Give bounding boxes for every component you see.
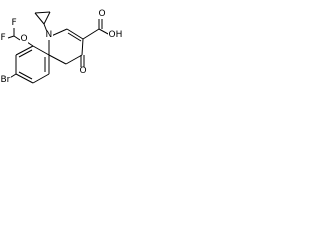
ether-oxygen-label: O — [20, 34, 29, 44]
ring-double-bond — [18, 71, 33, 80]
cyclopropyl-bond — [34, 12, 45, 25]
ketone-oxygen-label: O — [79, 66, 88, 76]
chemical-structure-diagram: N O OH O O F F Br — [0, 0, 158, 102]
ring-bond — [66, 28, 84, 40]
ring-bond — [48, 54, 67, 65]
ether-bond — [13, 35, 21, 41]
cyclopropyl-bond — [34, 11, 51, 14]
carboxyl-bond — [82, 28, 100, 40]
carboxyl-hydroxyl-label: OH — [108, 30, 123, 40]
ring-bond — [81, 38, 84, 56]
ring-bond — [32, 45, 50, 56]
ring-bond — [65, 54, 83, 65]
ring-double-bond — [18, 49, 33, 58]
bond-lines — [7, 11, 111, 84]
ring-bond — [15, 45, 34, 56]
fluorine-label: F — [11, 18, 18, 28]
bromine-label: Br — [0, 75, 11, 85]
carboxyl-oxygen-label: O — [98, 9, 107, 19]
fluorine-bond — [7, 35, 15, 39]
nitrogen-label: N — [45, 30, 53, 40]
ring-bond — [15, 73, 34, 84]
ring-double-bond — [67, 32, 82, 42]
fluorine-label: F — [0, 33, 7, 43]
ring-bond — [32, 73, 50, 84]
cyclopropyl-bond — [43, 11, 51, 25]
